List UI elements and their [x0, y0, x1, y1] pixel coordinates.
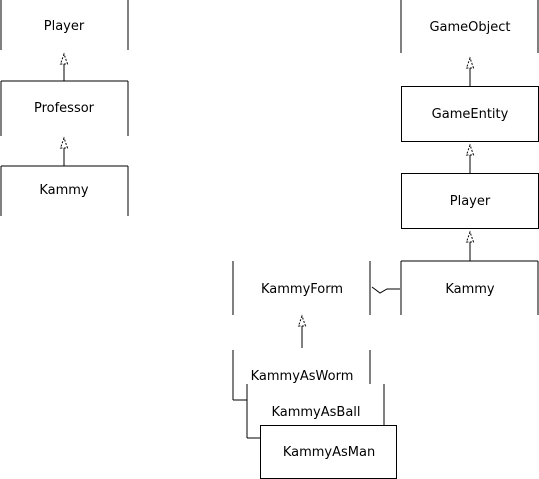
right-gameobject-label: GameObject	[429, 20, 510, 35]
kammyasman-label: KammyAsMan	[283, 445, 375, 460]
inheritance-arrow-player-to-gameentity	[465, 143, 475, 173]
left-player-label: Player	[44, 19, 85, 34]
right-kammy-label: Kammy	[445, 282, 495, 297]
kammyasworm-box: KammyAsWorm	[232, 350, 371, 401]
right-gameobject-box: GameObject	[400, 0, 539, 53]
right-kammy-box: Kammy	[400, 260, 539, 315]
right-gameentity-box: GameEntity	[401, 86, 539, 142]
right-player-label: Player	[450, 194, 491, 209]
kammyasman-box: KammyAsMan	[260, 425, 397, 479]
inheritance-arrow-forms-to-kammyform	[297, 314, 307, 348]
kammyasball-label: KammyAsBall	[271, 405, 360, 420]
right-gameentity-label: GameEntity	[432, 107, 509, 122]
left-professor-box: Professor	[0, 80, 129, 136]
inheritance-arrow-kammy-to-player	[465, 230, 475, 261]
left-kammy-label: Kammy	[39, 183, 89, 198]
kammy-kammyform-connector	[371, 286, 400, 294]
right-player-box: Player	[401, 173, 539, 229]
inheritance-arrow-professor-to-player	[59, 52, 69, 81]
kammyform-box: KammyForm	[232, 261, 371, 315]
left-kammy-box: Kammy	[0, 165, 129, 216]
inheritance-arrow-gameentity-to-gameobject	[465, 56, 475, 86]
left-player-box: Player	[0, 0, 129, 50]
kammyform-label: KammyForm	[261, 282, 343, 297]
left-professor-label: Professor	[34, 101, 95, 116]
kammyasworm-label: KammyAsWorm	[251, 369, 354, 384]
kammyasball-box: KammyAsBall	[246, 384, 385, 439]
inheritance-arrow-kammy-to-professor	[59, 136, 69, 166]
